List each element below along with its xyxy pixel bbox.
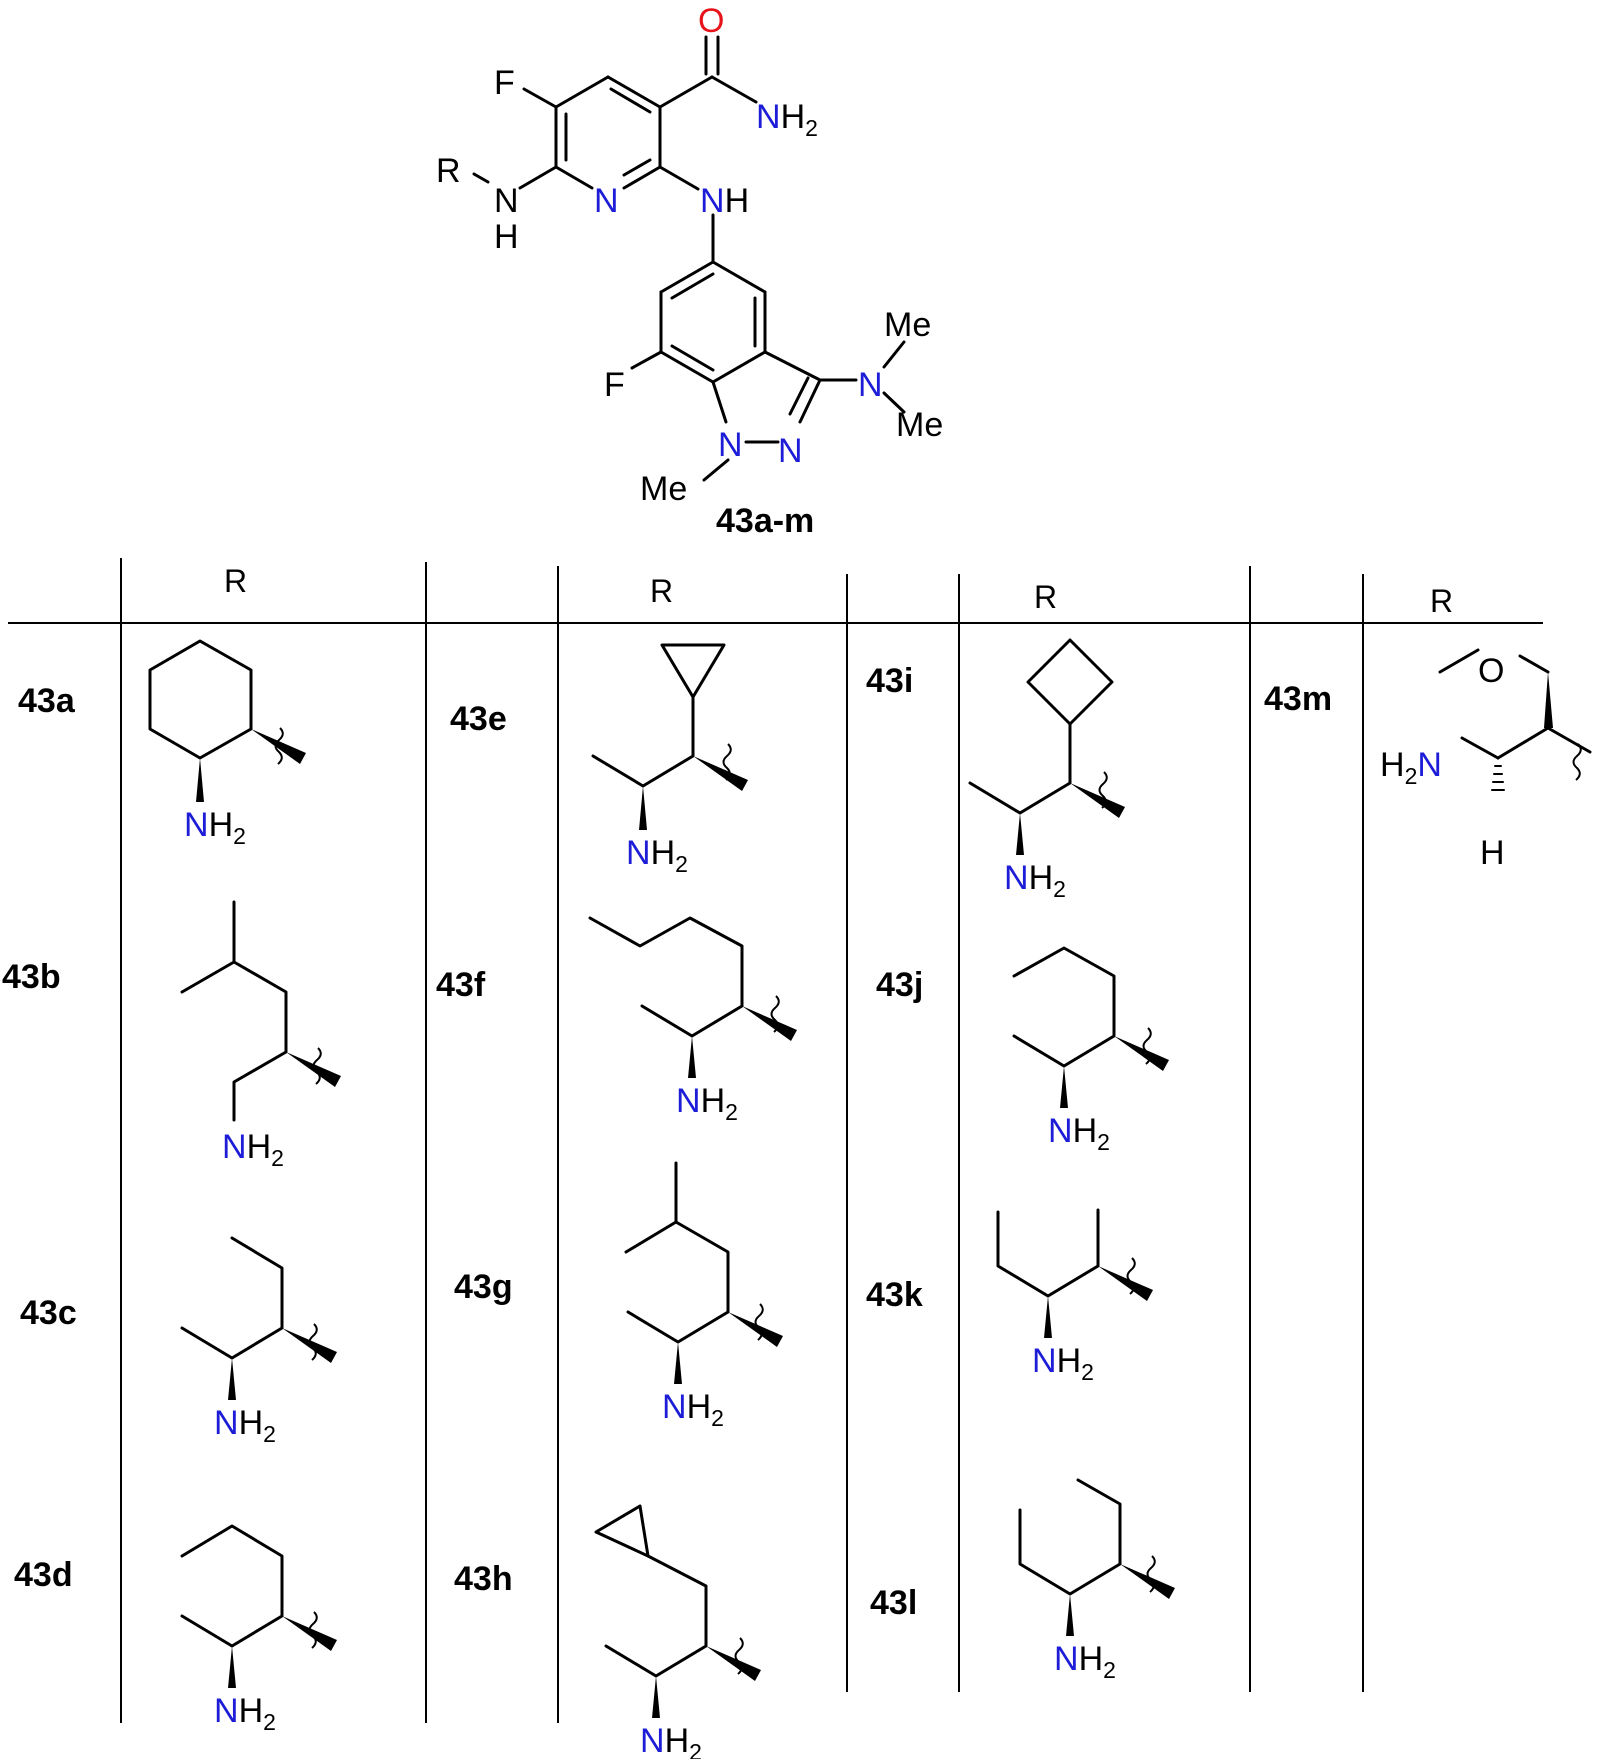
column-header-r-2: R [650, 573, 673, 609]
atom-n-nme2: N [858, 366, 883, 404]
atom-f-top: F [494, 64, 515, 102]
structure-43k: NH2 [996, 1208, 1153, 1385]
label-43a: 43a [18, 682, 76, 720]
atom-r: R [436, 152, 461, 190]
atom-nh-left: N [494, 182, 519, 220]
nh2-43e: NH2 [626, 834, 688, 877]
label-43c: 43c [20, 1294, 77, 1332]
label-43d: 43d [14, 1556, 73, 1594]
structure-43b: NH2 [180, 900, 341, 1171]
atom-o: O [698, 2, 724, 40]
nh2-43b: NH2 [222, 1128, 284, 1171]
label-43b: 43b [2, 958, 61, 996]
label-43i: 43i [866, 662, 913, 700]
atom-n2-indazole: N [778, 432, 803, 470]
nh2-43f: NH2 [676, 1082, 738, 1125]
atom-h-left: H [494, 218, 519, 256]
structure-43j: NH2 [1012, 946, 1169, 1155]
atom-n-pyridine: N [594, 182, 619, 220]
structure-43l: NH2 [1018, 1478, 1175, 1683]
label-43e: 43e [450, 700, 507, 738]
hash-bond-43m [1491, 765, 1505, 791]
atom-nh2-amide: NH2 [756, 98, 818, 141]
structure-43f: NH2 [588, 916, 797, 1125]
structure-43g: NH2 [624, 1161, 783, 1431]
structure-43m: O H2N H [1380, 648, 1592, 872]
core-structure [472, 35, 906, 482]
label-43j: 43j [876, 966, 923, 1004]
compound-labels: 43a 43b 43c 43d 43e 43f 43g 43h 43i 43j … [2, 662, 1332, 1622]
label-43m: 43m [1264, 680, 1332, 718]
structure-43i: NH2 [968, 638, 1125, 902]
atom-nh-right: NH [700, 182, 749, 220]
nh2-43h: NH2 [640, 1722, 702, 1759]
structure-43a: NH2 [148, 639, 306, 849]
structure-43e: NH2 [591, 643, 748, 877]
structure-43d: NH2 [180, 1524, 337, 1735]
nh2-43c: NH2 [214, 1404, 276, 1447]
nh2-43j: NH2 [1048, 1112, 1110, 1155]
atom-o-43m: O [1478, 652, 1504, 690]
column-header-r-1: R [224, 563, 247, 599]
column-header-r-3: R [1034, 579, 1057, 615]
nh2-43m: H2N [1380, 746, 1442, 789]
nh2-43d: NH2 [214, 1692, 276, 1735]
table-grid [8, 558, 1543, 1723]
label-43f: 43f [436, 966, 486, 1004]
nh2-43a: NH2 [184, 806, 246, 849]
label-43l: 43l [870, 1584, 917, 1622]
compound-series-label: 43a-m [716, 502, 814, 540]
atom-n1-indazole: N [718, 426, 743, 464]
atom-me-n1: Me [640, 470, 687, 508]
atom-f-lower: F [604, 366, 625, 404]
structure-43c: NH2 [180, 1236, 337, 1447]
label-43k: 43k [866, 1276, 923, 1314]
atom-me-bottom: Me [896, 406, 943, 444]
nh2-43g: NH2 [662, 1388, 724, 1431]
nh2-43i: NH2 [1004, 859, 1066, 902]
label-43h: 43h [454, 1560, 513, 1598]
table-headers: R R R R [224, 563, 1453, 619]
atom-me-top: Me [884, 306, 931, 344]
core-atom-labels: F O NH2 N NH R N H F N Me Me N N Me 43a-… [436, 2, 943, 540]
nh2-43l: NH2 [1054, 1640, 1116, 1683]
nh2-43k: NH2 [1032, 1342, 1094, 1385]
label-43g: 43g [454, 1268, 513, 1306]
atom-h-43m: H [1480, 834, 1505, 872]
column-header-r-4: R [1430, 583, 1453, 619]
structure-43h: NH2 [594, 1504, 761, 1759]
